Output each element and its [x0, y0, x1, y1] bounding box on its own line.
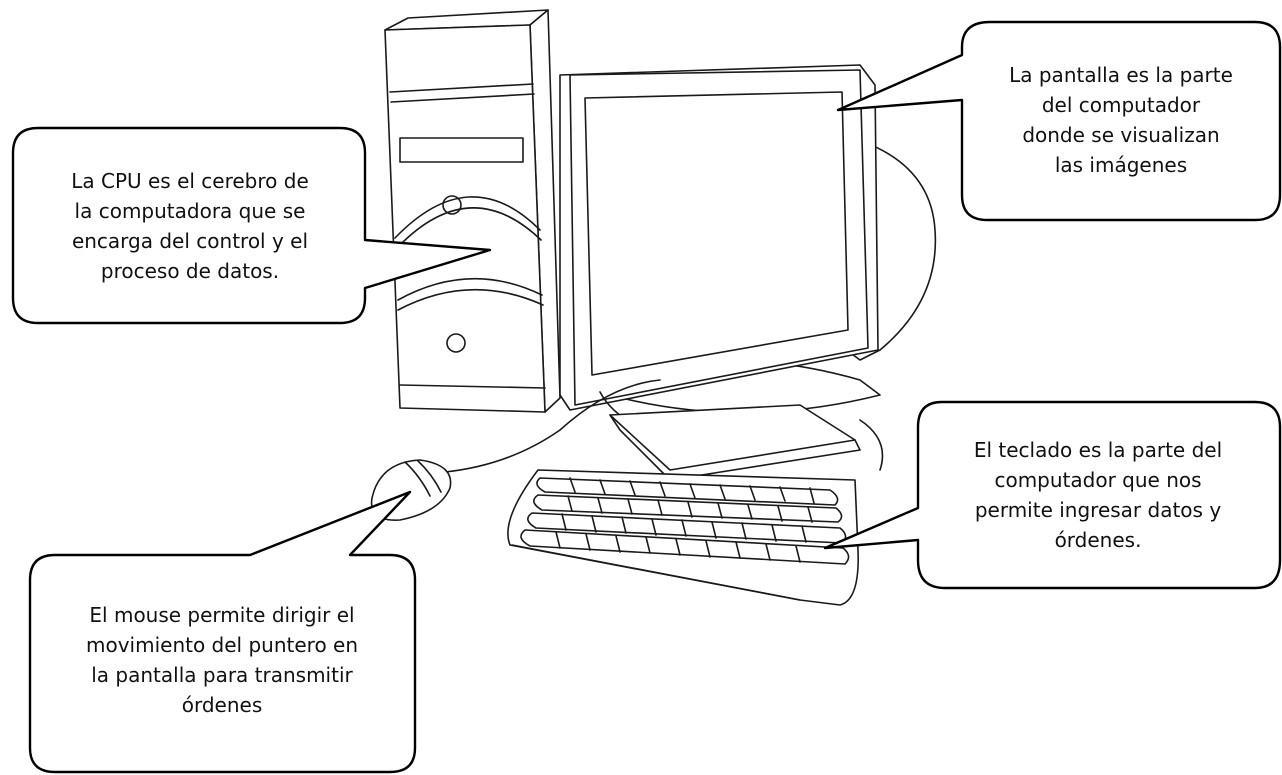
cpu-callout-line-4: proceso de datos.	[100, 258, 280, 283]
monitor-callout-text: La pantalla es la parte del computador d…	[968, 30, 1274, 210]
keyboard-callout-line-2: computador que nos	[994, 468, 1202, 492]
monitor-callout-bubble	[836, 20, 1282, 222]
mouse-callout-line-1: El mouse permite dirigir el	[89, 603, 355, 627]
keyboard-icon	[507, 469, 859, 606]
mouse-cable	[444, 379, 661, 473]
cpu-callout-line-2: la computadora que se	[74, 198, 306, 223]
monitor-icon	[559, 64, 937, 481]
keyboard-callout-bubble	[823, 400, 1282, 590]
keyboard-keys	[520, 477, 850, 565]
keyboard-callout-line-1: El teclado es la parte del	[973, 438, 1223, 462]
mouse-callout-line-3: la pantalla para transmitir	[91, 663, 353, 687]
mouse-callout-bubble	[28, 490, 417, 774]
mouse-callout-line-4: órdenes	[181, 693, 263, 717]
cpu-tower-icon	[384, 9, 561, 413]
monitor-callout-line-4: las imágenes	[1054, 153, 1188, 177]
keyboard-cable	[859, 419, 884, 471]
monitor-callout-line-2: del computador	[1041, 93, 1201, 117]
monitor-callout-line-3: donde se visualizan	[1022, 123, 1220, 147]
keyboard-callout-line-3: permite ingresar datos y	[974, 498, 1222, 522]
cpu-callout-text: La CPU es el cerebro de la computadora q…	[20, 138, 360, 313]
cpu-callout-line-3: encarga del control y el	[71, 228, 309, 253]
monitor-callout-line-1: La pantalla es la parte	[1009, 63, 1233, 87]
cpu-callout-bubble	[11, 126, 492, 325]
cpu-callout-line-1: La CPU es el cerebro de	[71, 168, 309, 193]
mouse-callout-text: El mouse permite dirigir el movimiento d…	[36, 570, 408, 750]
keyboard-callout-line-4: órdenes.	[1054, 528, 1142, 552]
keyboard-callout-text: El teclado es la parte del computador qu…	[922, 410, 1274, 580]
mouse-callout-line-2: movimiento del puntero en	[85, 633, 359, 657]
